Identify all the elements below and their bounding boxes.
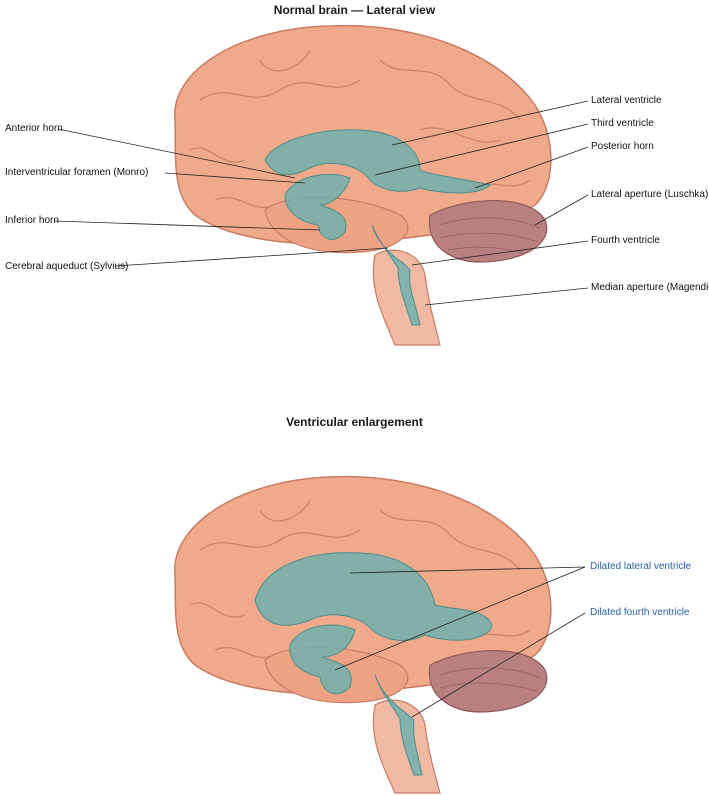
ventricular-system <box>264 129 491 326</box>
leader-lines <box>334 566 586 718</box>
label-lateral-aperture: Lateral aperture (Luschka) <box>591 189 709 200</box>
label-anterior-horn: Anterior horn <box>5 123 63 134</box>
label-dilated-fourth-ventricle: Dilated fourth ventricle <box>590 607 690 618</box>
label-inferior-horn: Inferior horn <box>5 215 59 226</box>
enlarged-ventricles-illustration <box>174 475 586 794</box>
dilated-ventricular-system <box>254 552 493 776</box>
label-third-ventricle: Third ventricle <box>591 118 654 129</box>
label-fourth-ventricle: Fourth ventricle <box>591 235 660 246</box>
gyri-lines <box>189 49 531 218</box>
top-panel-title: Normal brain — Lateral view <box>273 3 436 17</box>
cerebellum <box>428 650 548 713</box>
label-median-aperture: Median aperture (Magendie) <box>591 282 709 293</box>
label-cerebral-aqueduct: Cerebral aqueduct (Sylvius) <box>5 261 129 272</box>
normal-brain-illustration <box>54 24 589 346</box>
bottom-panel-title: Ventricular enlargement <box>286 415 423 429</box>
leader-lines <box>54 100 589 306</box>
label-posterior-horn: Posterior horn <box>591 141 654 152</box>
cerebellum <box>428 200 548 263</box>
label-dilated-lateral-ventricle: Dilated lateral ventricle <box>590 561 692 572</box>
label-interventricular-foramen: Interventricular foramen (Monro) <box>5 167 149 178</box>
label-lateral-ventricle: Lateral ventricle <box>591 95 662 106</box>
